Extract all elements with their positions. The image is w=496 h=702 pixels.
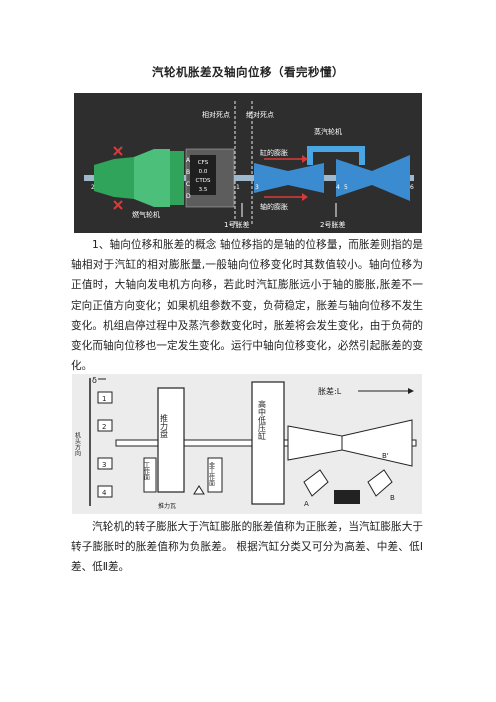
working-face-label: 工作面 xyxy=(143,462,150,481)
steam-rotor-left-a xyxy=(254,163,288,193)
num-5: 5 xyxy=(344,184,348,191)
readout-line1: CFS xyxy=(198,160,209,166)
steam-turbine-label: 蒸汽轮机 xyxy=(314,127,342,136)
bearing-marker-1 xyxy=(113,146,123,156)
cylinder-block xyxy=(251,381,285,505)
probe-box-1 xyxy=(97,391,113,404)
rotor-cone-left xyxy=(287,425,343,461)
shaft-expansion-arrowhead xyxy=(302,193,308,201)
paragraph-expansion-definition: 汽轮机的转子膨胀大于汽缸膨胀的胀差值称为正胀差，当汽缸膨胀大于转子膨胀时的胀差值… xyxy=(71,517,423,578)
thrust-bearing-diagram: δ 1 2 3 4 机头方向 推力盘 工作面 非工作面 推力瓦 高中低压缸 胀差… xyxy=(74,376,417,510)
page-title: 汽轮机胀差及轴向位移（看完秒懂） xyxy=(152,65,344,79)
readout-line3: CTDS xyxy=(196,178,211,184)
steam-crossover-pipe xyxy=(307,146,365,165)
gas-turbine-label: 燃气轮机 xyxy=(132,210,160,219)
cylinder-label: 高中低压缸 xyxy=(258,399,267,440)
gas-turbine-section xyxy=(170,151,184,205)
steam-rotor-left-b xyxy=(288,163,324,193)
num-2: 2 xyxy=(91,184,95,191)
expansion-l-arrowhead xyxy=(408,388,414,394)
letter-c: C xyxy=(186,181,190,188)
thrust-bearing-figure: δ 1 2 3 4 机头方向 推力盘 工作面 非工作面 推力瓦 高中低压缸 胀差… xyxy=(72,374,422,514)
gas-turbine-compressor xyxy=(94,157,134,199)
steam-rotor-right-a xyxy=(336,159,372,197)
letter-a: A xyxy=(186,157,191,164)
turbine-expansion-diagram: CFS 0.0 CTDS 3.5 相对死点 绝对死点 蒸汽轮机 缸的膨胀 轴的膨… xyxy=(84,101,414,229)
bearing-marker-2 xyxy=(113,200,123,210)
num-3: 3 xyxy=(255,184,259,191)
thrust-marker xyxy=(193,485,205,495)
expansion-1-label: 1号胀差 xyxy=(224,220,249,229)
probe-3: 3 xyxy=(102,461,106,469)
readout-line4: 3.5 xyxy=(199,187,208,193)
head-direction-label: 机头方向 xyxy=(74,431,81,456)
thrust-disc xyxy=(157,387,185,493)
num-1: 1 xyxy=(236,184,240,191)
num-6: 6 xyxy=(410,184,414,191)
gas-turbine-body xyxy=(134,149,170,207)
working-face xyxy=(143,457,157,493)
nonworking-face-label: 非工作面 xyxy=(208,461,215,487)
sensor-a xyxy=(303,469,329,497)
probe-4: 4 xyxy=(102,489,107,497)
readout-line2: 0.0 xyxy=(199,169,208,175)
letter-d: D xyxy=(186,193,191,200)
expansion-2-label: 2号胀差 xyxy=(320,220,345,229)
relative-dead-point-label: 相对死点 xyxy=(202,110,230,119)
paragraph-axial-displacement: 1、轴向位移和胀差的概念 轴位移指的是轴的位移量，而胀差则指的是轴相对于汽缸的相… xyxy=(71,235,423,376)
shaft-expansion-label: 轴的膨胀 xyxy=(260,202,288,211)
cylinder-expansion-label: 缸的膨胀 xyxy=(260,148,288,157)
absolute-dead-point-label: 绝对死点 xyxy=(246,110,274,119)
sensor-b xyxy=(367,469,393,497)
probe-1: 1 xyxy=(102,395,106,403)
turbine-expansion-figure: CFS 0.0 CTDS 3.5 相对死点 绝对死点 蒸汽轮机 缸的膨胀 轴的膨… xyxy=(74,93,422,233)
nonworking-face xyxy=(207,457,223,493)
probe-box-3 xyxy=(97,457,113,470)
main-shaft xyxy=(84,175,414,181)
cylinder-expansion-arrowhead xyxy=(302,155,308,163)
probe-box-2 xyxy=(97,419,113,432)
thrust-bearing-label: 推力瓦 xyxy=(158,502,176,510)
probe-box-4 xyxy=(97,485,113,498)
sensor-b-label: B xyxy=(390,494,395,502)
probe-2: 2 xyxy=(102,423,106,431)
sensor-mount xyxy=(334,490,360,504)
paragraph-2-text: 汽轮机的转子膨胀大于汽缸膨胀的胀差值称为正胀差，当汽缸膨胀大于转子膨胀时的胀差值… xyxy=(71,521,423,574)
thrust-disc-label: 推力盘 xyxy=(160,413,169,438)
paragraph-1-text: 1、轴向位移和胀差的概念 轴位移指的是轴的位移量，而胀差则指的是轴相对于汽缸的相… xyxy=(71,239,423,373)
steam-rotor-right-b xyxy=(372,155,410,201)
letter-b: B xyxy=(186,169,190,176)
sensor-a-label: A xyxy=(304,500,309,508)
readout-panel xyxy=(190,155,216,195)
sensor-b-prime-label: B' xyxy=(382,452,389,460)
rotor-cone-right xyxy=(341,419,413,467)
num-4: 4 xyxy=(336,184,340,191)
expansion-l-label: 胀差:L xyxy=(318,386,342,396)
delta-label: δ xyxy=(92,376,97,385)
